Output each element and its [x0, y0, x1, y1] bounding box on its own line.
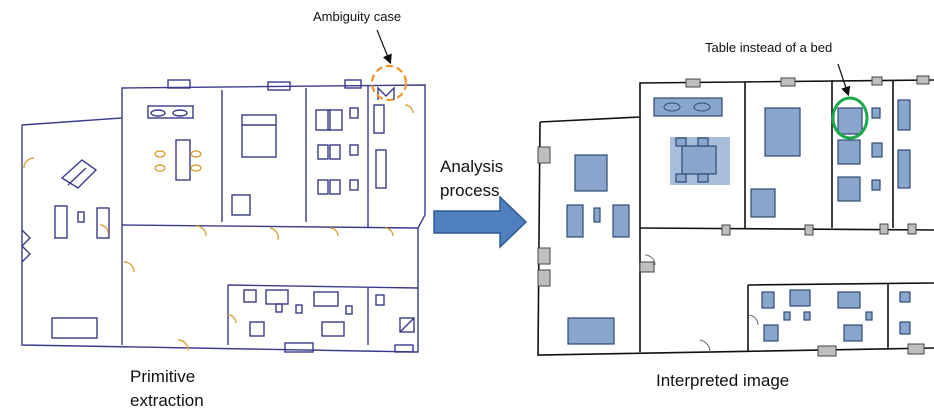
table-pointer — [837, 63, 851, 97]
ambiguity-case-label: Ambiguity case — [313, 9, 402, 24]
table-instead-of-bed-label: Table instead of a bed — [705, 40, 833, 55]
analysis-process-label: Analysis process — [440, 155, 503, 203]
interpreted-image-caption: Interpreted image — [656, 371, 790, 390]
analysis-line-2: process — [440, 181, 500, 200]
circle-highlight-icon — [831, 96, 869, 140]
analysis-line-1: Analysis — [440, 157, 504, 176]
primitive-extraction-sketch — [21, 79, 426, 353]
ambiguity-pointer — [376, 29, 392, 65]
dashed-circle-icon — [370, 64, 408, 102]
primitive-line-1: Primitive — [130, 367, 196, 386]
primitive-line-2: extraction — [130, 391, 204, 410]
arrow-right-icon — [433, 195, 528, 249]
interpreted-floorplan — [537, 75, 934, 357]
primitive-extraction-caption: Primitive extraction — [130, 365, 204, 413]
